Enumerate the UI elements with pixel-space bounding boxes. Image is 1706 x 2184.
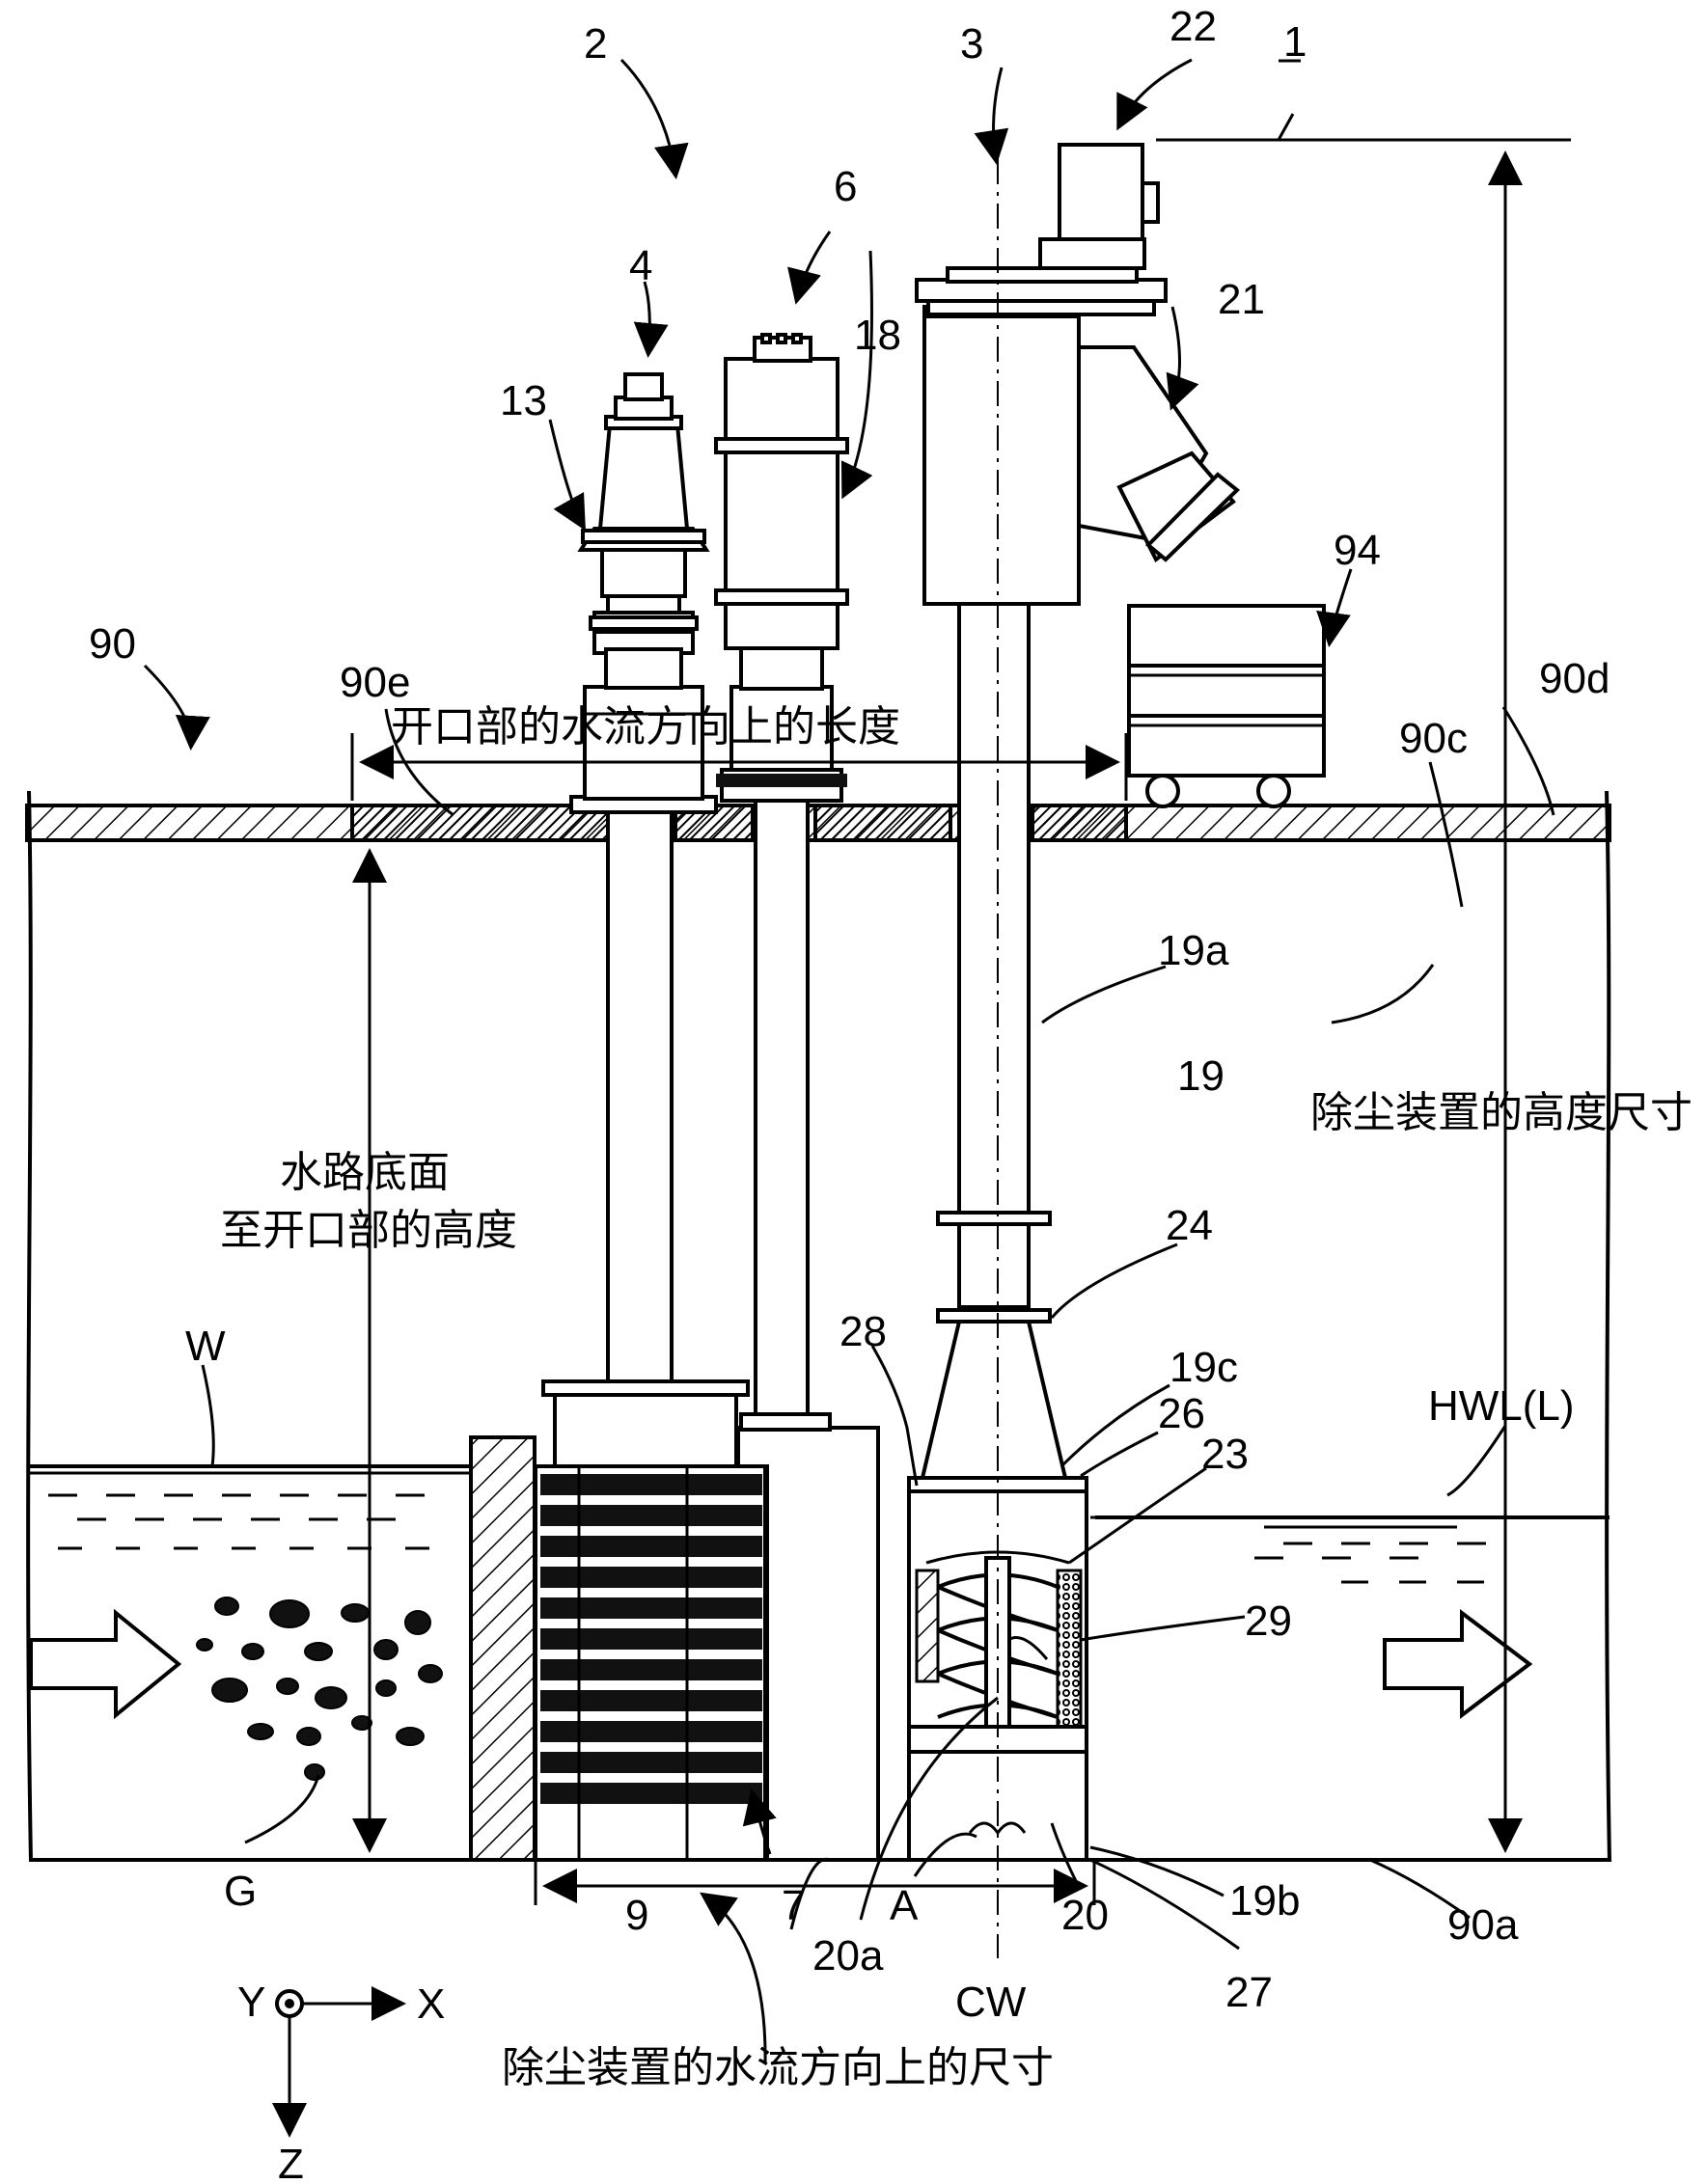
label-90e: 90e [340,659,410,706]
label-18: 18 [854,312,901,359]
motor-22 [915,143,1168,316]
label-19c: 19c [1169,1344,1238,1391]
label-90a: 90a [1447,1901,1519,1949]
collection-bin-94 [1127,604,1326,808]
caption-opening-length: 开口部的水流方向上的长度 [391,702,900,751]
flow-arrow-outlet-icon [1383,1608,1533,1720]
cone-19c [920,1320,1068,1480]
dimension-device-flow [534,1862,1096,1905]
leader-device-flow [700,1892,767,2065]
label-23: 23 [1201,1431,1249,1478]
water-downstream [1095,1515,1610,1584]
label-27: 27 [1225,1969,1273,2016]
drive-unit-6 [714,333,849,803]
gear-head-21 [922,305,1241,606]
label-a: A [890,1882,919,1929]
label-28: 28 [839,1308,887,1355]
label-29: 29 [1245,1597,1292,1645]
water-upstream [29,1464,473,1550]
label-20: 20 [1061,1892,1109,1939]
leader-lines [143,58,1555,1951]
label-21: 21 [1218,276,1265,323]
label-22: 22 [1169,3,1217,50]
label-6: 6 [834,163,857,210]
label-axis-z: Z [278,2141,304,2184]
drive-unit-4 [569,372,718,814]
pipe-19a [936,601,1052,1324]
axes-indicator [272,1986,406,2138]
debris-particles [196,1597,443,1781]
caption-device-height: 除尘装置的高度尺寸 [1310,1088,1692,1137]
label-19a: 19a [1158,927,1229,974]
dimension-captions: 开口部的水流方向上的长度 水路底面 至开口部的高度 除尘装置的高度尺寸 除尘装置… [220,702,1692,2092]
dimension-opening [350,733,1128,801]
label-3: 3 [960,20,983,68]
casing-7 [736,1426,880,1862]
label-g: G [224,1868,257,1915]
label-24: 24 [1166,1202,1213,1249]
label-hwl: HWL(L) [1428,1382,1575,1430]
label-w: W [185,1323,226,1370]
label-90: 90 [89,620,136,668]
label-94: 94 [1334,527,1381,574]
gate-wall [469,1435,537,1862]
dimension-device-height [1156,138,1571,1853]
label-90d: 90d [1539,655,1610,702]
label-7: 7 [782,1882,805,1929]
label-13: 13 [500,377,547,424]
caption-height-line1: 水路底面 [280,1148,450,1197]
label-axis-y: Y [237,1979,265,2026]
label-90c: 90c [1399,715,1468,762]
caption-height-line2: 至开口部的高度 [220,1206,517,1255]
label-cw: CW [955,1979,1027,2026]
label-1: 1 [1283,18,1307,66]
label-19: 19 [1177,1052,1224,1100]
label-26: 26 [1158,1390,1205,1437]
shaft-4 [606,801,674,1383]
shaft-6 [739,797,832,1432]
label-19b: 19b [1229,1877,1300,1925]
label-9: 9 [625,1892,648,1939]
screen-9 [534,1379,767,1862]
label-2: 2 [584,20,607,68]
label-4: 4 [629,242,652,289]
label-axis-x: X [417,1980,445,2028]
caption-device-flow: 除尘装置的水流方向上的尺寸 [502,2043,1054,2092]
label-20a: 20a [812,1932,884,1979]
flow-arrow-inlet-icon [29,1608,182,1720]
part-labels: 1 2 3 4 6 13 18 21 22 94 90 90e 90d 90c … [89,3,1610,2184]
